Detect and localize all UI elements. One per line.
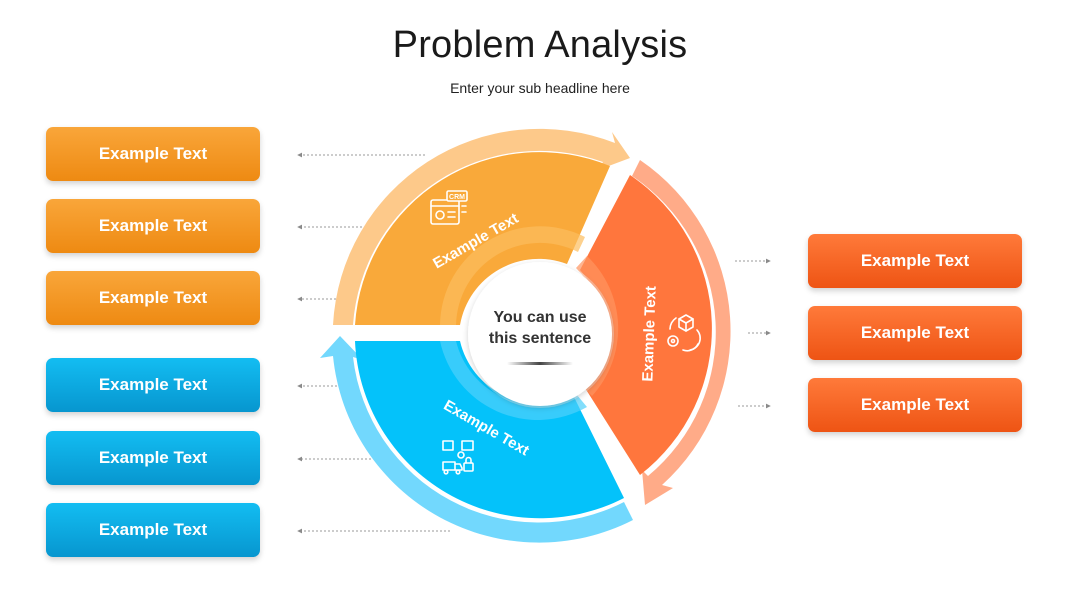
left-box-5[interactable]: Example Text <box>46 431 260 485</box>
segment-blue <box>320 336 633 543</box>
right-box-3[interactable]: Example Text <box>808 378 1022 432</box>
page-title: Problem Analysis <box>392 24 688 66</box>
box-gear-cycle-icon <box>667 314 701 352</box>
left-box-6[interactable]: Example Text <box>46 503 260 557</box>
left-box-1[interactable]: Example Text <box>46 127 260 181</box>
logistics-icon <box>442 440 474 475</box>
left-box-3[interactable]: Example Text <box>46 271 260 325</box>
crm-dashboard-icon: CRM <box>430 190 468 225</box>
center-underline <box>507 362 573 365</box>
right-box-1[interactable]: Example Text <box>808 234 1022 288</box>
page-subtitle: Enter your sub headline here <box>450 80 630 96</box>
center-text: You can use this sentence <box>470 307 610 349</box>
segment-red <box>576 160 731 505</box>
right-box-2[interactable]: Example Text <box>808 306 1022 360</box>
center-circle <box>468 262 612 406</box>
left-box-2[interactable]: Example Text <box>46 199 260 253</box>
center-line-2: this sentence <box>488 330 592 347</box>
left-box-4[interactable]: Example Text <box>46 358 260 412</box>
segment-label-red: Example Text <box>639 286 659 382</box>
segment-orange <box>333 128 630 325</box>
svg-text:CRM: CRM <box>449 194 465 201</box>
center-line-1: You can use <box>493 309 587 326</box>
